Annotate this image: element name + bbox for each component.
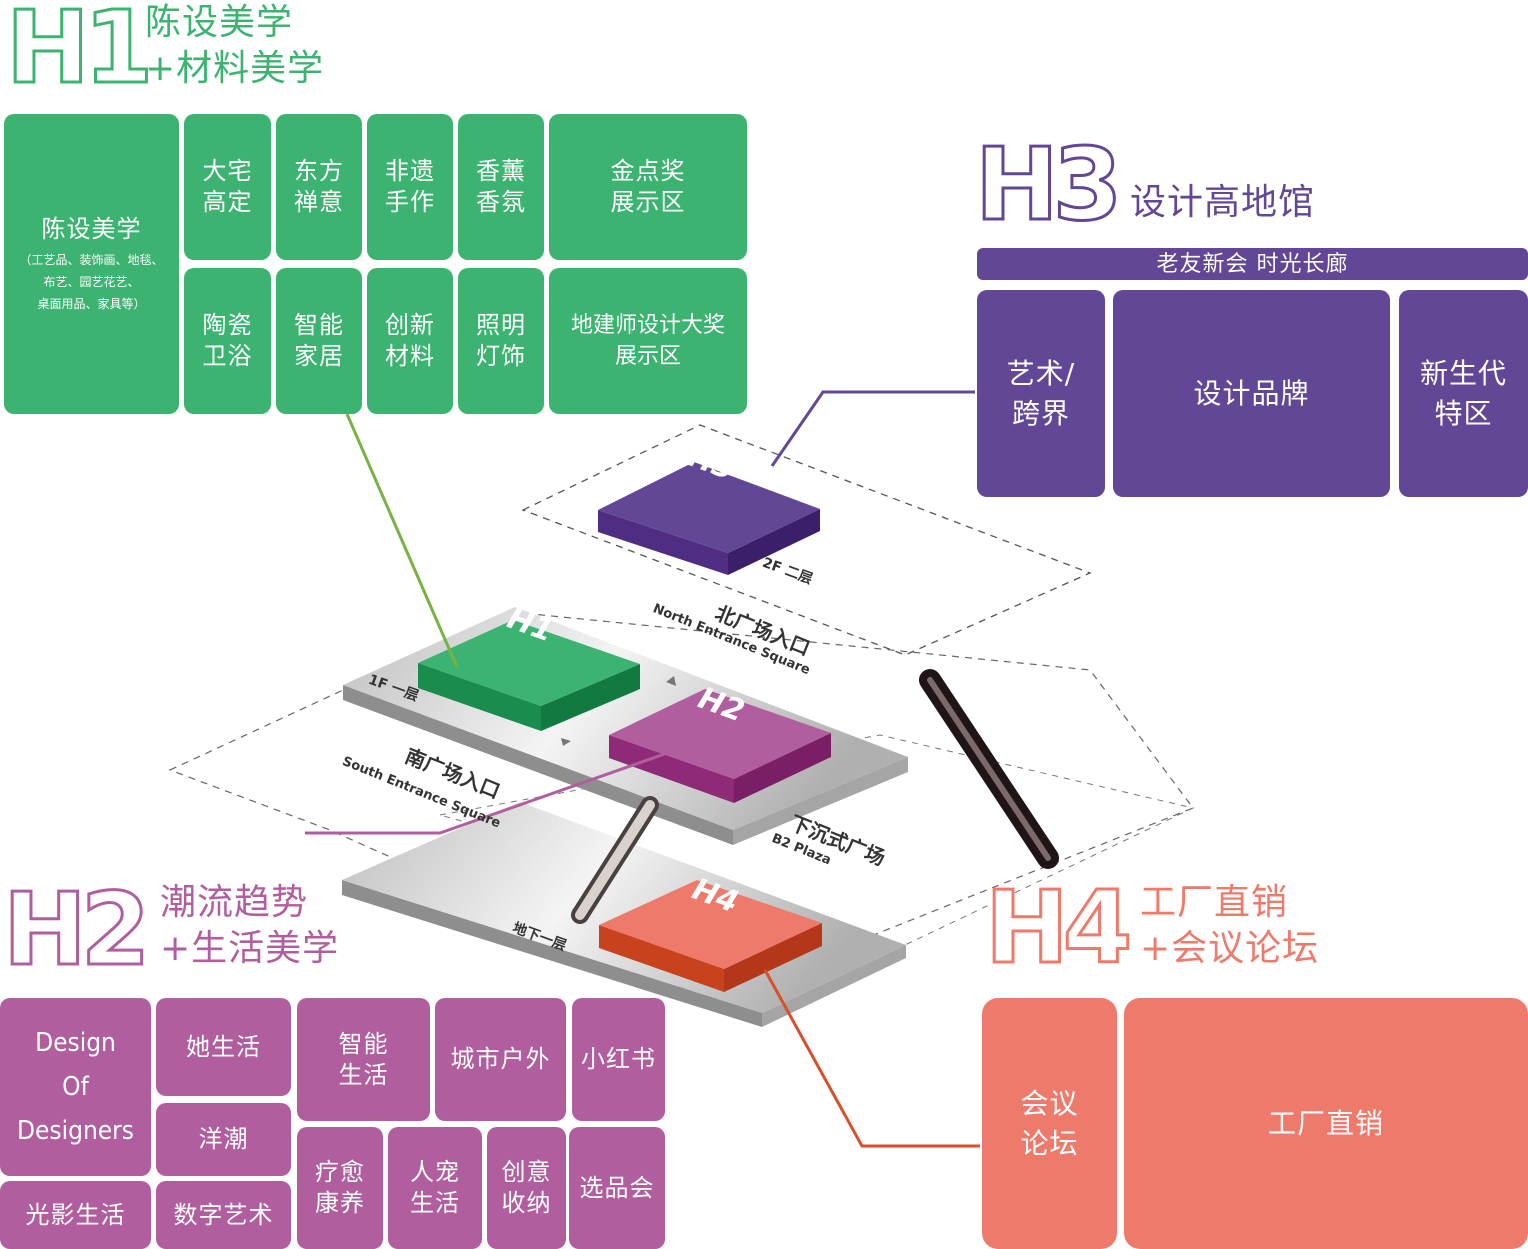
h1-mark: H1 xyxy=(4,0,154,106)
h1-zone-cell: 非遗 手作 xyxy=(367,114,453,260)
h1-block-front xyxy=(418,663,541,731)
h3-banner: 老友新会 时光长廊 xyxy=(977,248,1528,280)
h1-title: 陈设美学 +材料美学 xyxy=(145,2,325,89)
h2-zone-cell: 光影生活 xyxy=(0,1181,151,1249)
h2-zone-cell: 城市户外 xyxy=(435,998,566,1121)
h1-zone-cell: 陶瓷 卫浴 xyxy=(184,268,271,414)
floor-1f-slab-side xyxy=(343,685,733,845)
arrow-marker xyxy=(666,676,676,686)
h2-zone-cell: 洋潮 xyxy=(156,1103,291,1176)
h1-block-side xyxy=(541,664,640,731)
h2-zone-cell: 数字艺术 xyxy=(156,1181,291,1249)
h2-zone-cell: 疗愈 康养 xyxy=(297,1127,383,1249)
h2-title: 潮流趋势 +生活美学 xyxy=(160,882,340,969)
h1-zone-main: 陈设美学 （工艺品、装饰画、地毯、 布艺、园艺花艺、 桌面用品、家具等） xyxy=(4,114,179,414)
h2-zone-cell: 创意 收纳 xyxy=(487,1127,566,1249)
h4-block-front xyxy=(599,925,724,992)
h1-block-top xyxy=(418,620,640,706)
floor-b1-slab-side xyxy=(342,880,762,1027)
h3-block-side xyxy=(728,509,820,575)
h3-block-top xyxy=(598,462,820,553)
h1-zone-cell: 地建师设计大奖 展示区 xyxy=(549,268,747,414)
h4-title: 工厂直销 +会议论坛 xyxy=(1140,882,1320,969)
floor-2f-label: 2F 二层 xyxy=(760,555,815,588)
h4-block-side xyxy=(724,923,822,992)
h2-zone-cell: Design Of Designers xyxy=(0,998,151,1176)
h1-connector xyxy=(345,413,459,668)
h2-block-side xyxy=(734,733,831,803)
h4-block-top xyxy=(599,880,822,969)
h3-connector xyxy=(770,390,975,467)
h2-zone-cell: 她生活 xyxy=(156,998,291,1096)
h1-zone-main-sub: （工艺品、装饰画、地毯、 布艺、园艺花艺、 桌面用品、家具等） xyxy=(19,252,164,311)
h1-zone-cell: 创新 材料 xyxy=(367,268,453,414)
h1-zone-cell: 东方 禅意 xyxy=(276,114,362,260)
h1-zone-cell: 金点奖 展示区 xyxy=(549,114,747,260)
h4-mark: H4 xyxy=(983,869,1133,986)
floor-1f-slab-side2 xyxy=(733,757,908,845)
floor-2f-outline xyxy=(521,424,1092,656)
h3-mark: H3 xyxy=(973,126,1123,243)
h2-mark: H2 xyxy=(1,871,151,988)
h4-zone-cell: 会议 论坛 xyxy=(982,998,1117,1249)
h3-zone-cell: 新生代 特区 xyxy=(1399,290,1528,497)
h3-zone-cell: 设计品牌 xyxy=(1113,290,1390,497)
h3-block-front xyxy=(598,510,728,575)
h2-block-front xyxy=(609,735,734,803)
h1-zone-cell: 大宅 高定 xyxy=(184,114,271,260)
b2-plaza-label: 下沉式广场 xyxy=(787,811,889,871)
h2-connector xyxy=(305,743,691,835)
h2-zone-cell: 选品会 xyxy=(569,1127,665,1249)
h2-zone-cell: 人宠 生活 xyxy=(388,1127,482,1249)
h1-zone-cell: 照明 灯饰 xyxy=(458,268,544,414)
floor-b1-slab-side2 xyxy=(762,945,906,1027)
h1-zone-main-label: 陈设美学 xyxy=(41,214,142,243)
h2-zone-cell: 小红书 xyxy=(572,998,665,1121)
h2-zone-cell: 智能 生活 xyxy=(297,998,430,1121)
h1-zone-cell: 智能 家居 xyxy=(276,268,362,414)
h1-zone-cell: 香薰 香氛 xyxy=(458,114,544,260)
h4-zone-cell: 工厂直销 xyxy=(1124,998,1528,1249)
arrow-marker xyxy=(561,738,571,746)
h2-block-top xyxy=(609,689,831,779)
h3-title: 设计高地馆 xyxy=(1130,182,1316,223)
h4-connector xyxy=(763,969,980,1148)
h3-zone-cell: 艺术/ 跨界 xyxy=(977,290,1105,497)
